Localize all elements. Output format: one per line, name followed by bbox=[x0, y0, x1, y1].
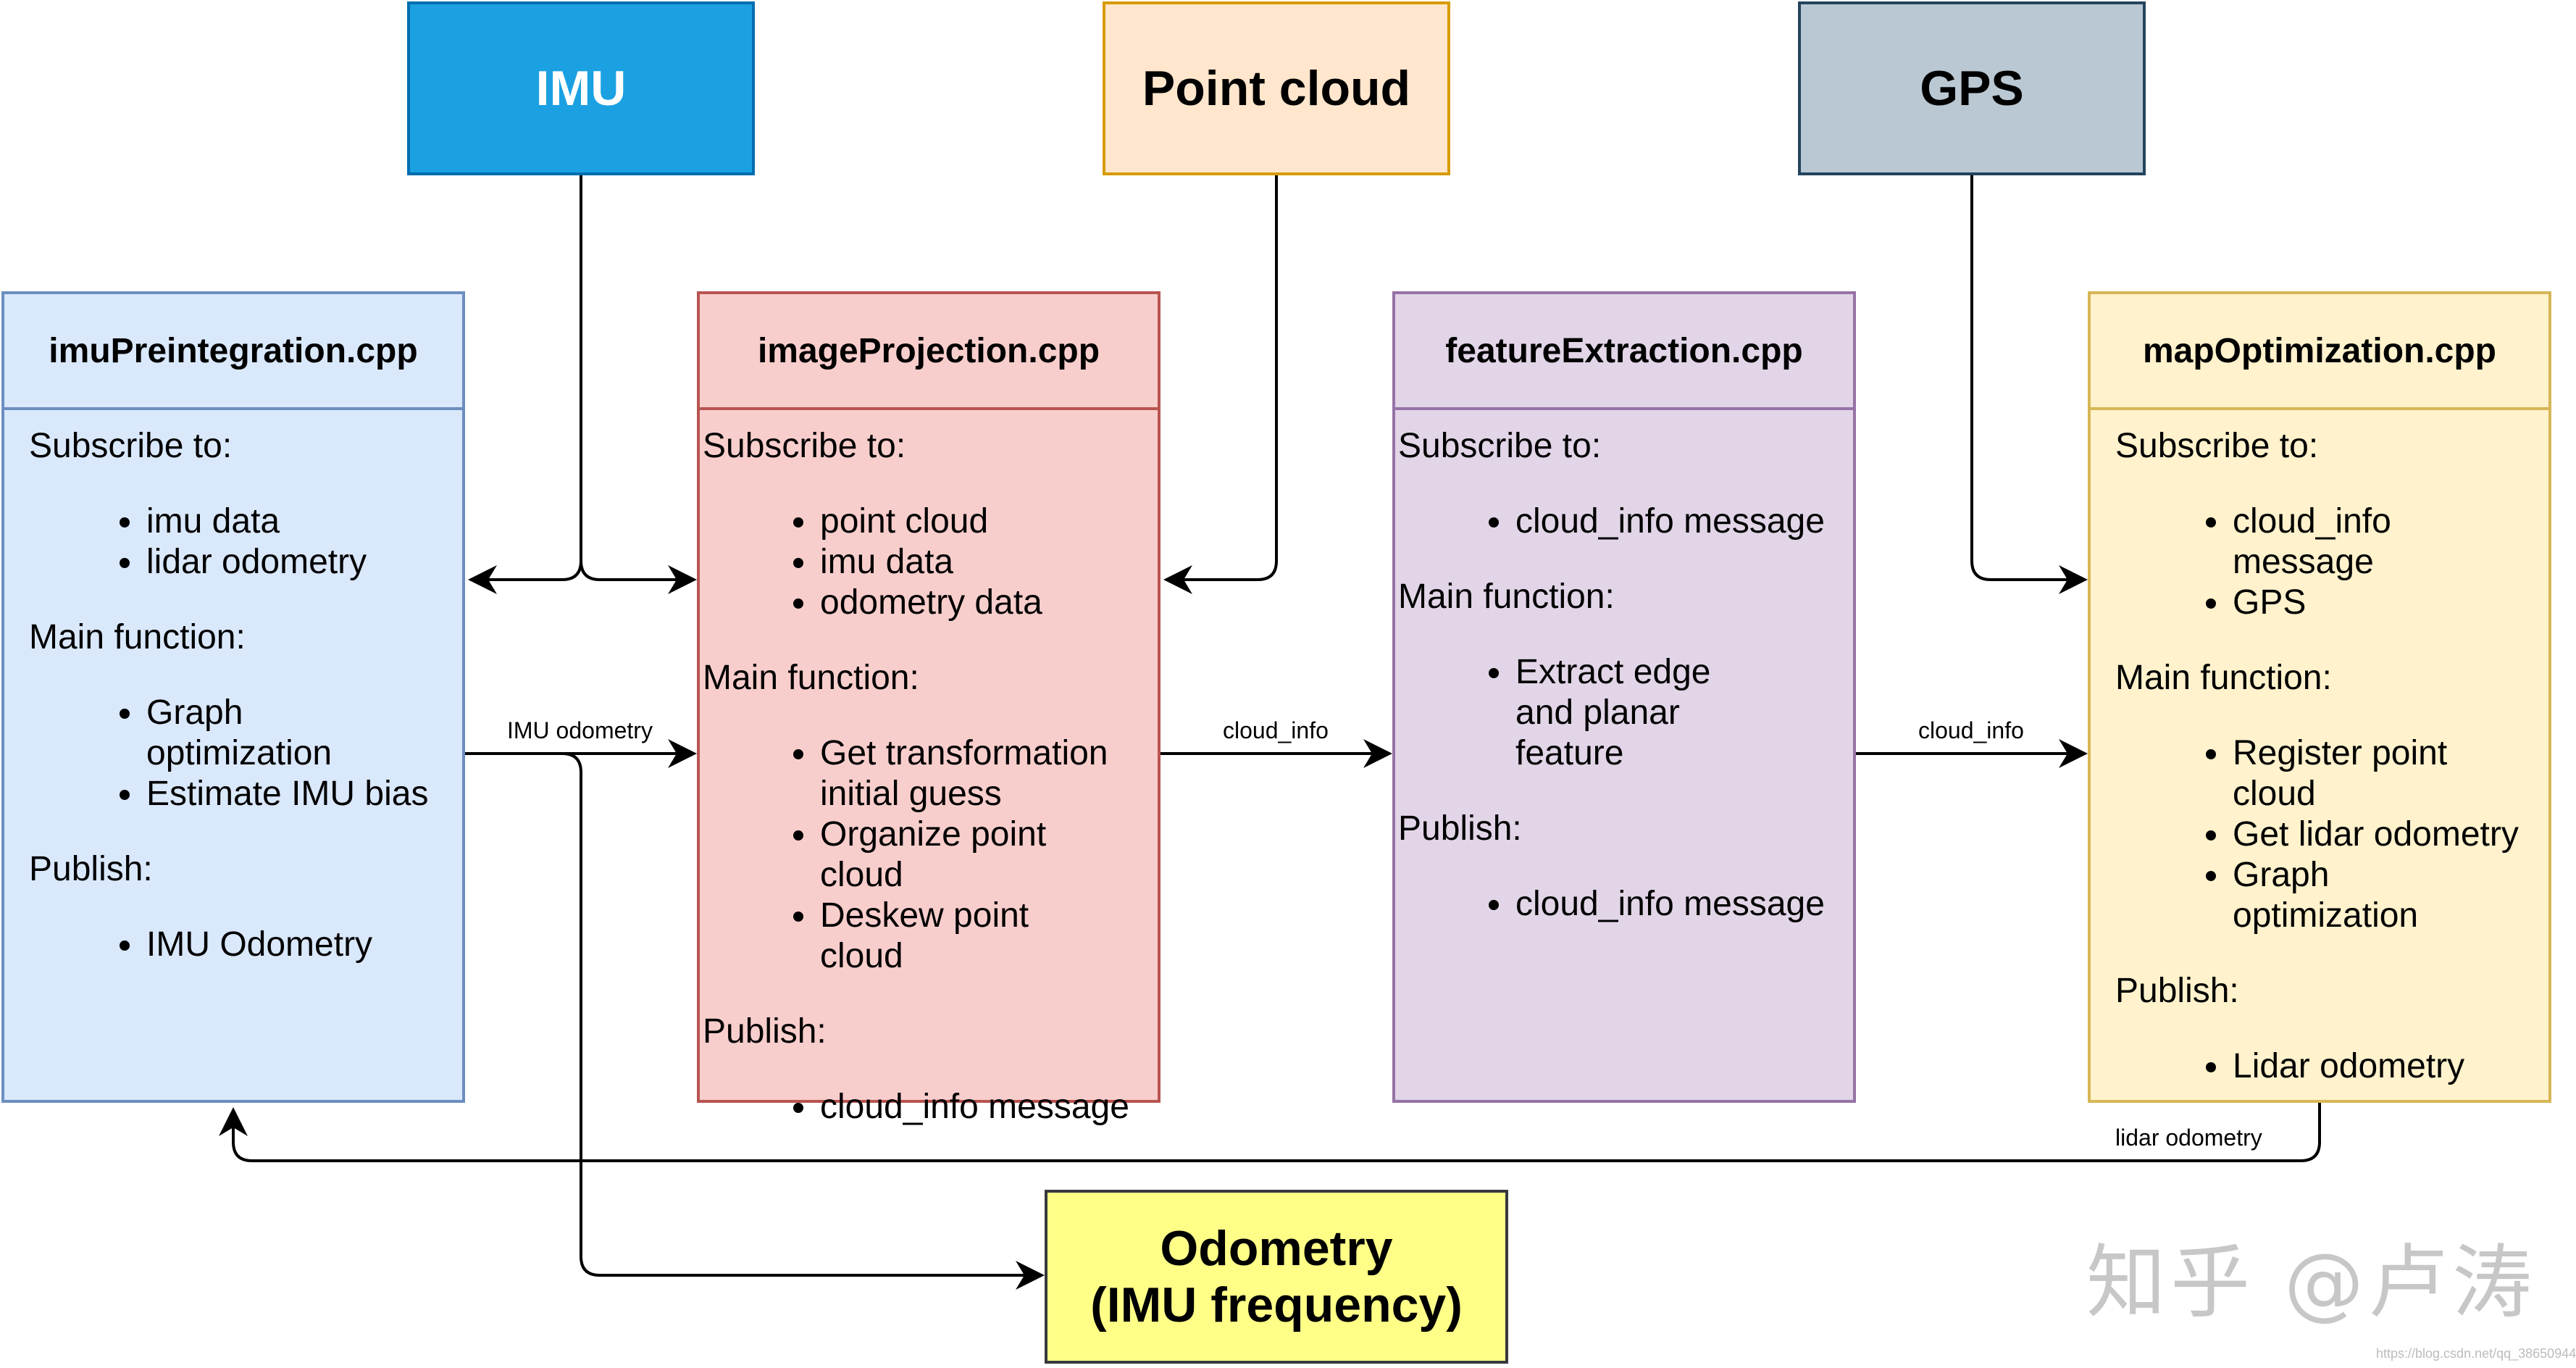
list-item: Deskew point cloud bbox=[819, 896, 1118, 977]
map-optimization-body: Subscribe to: cloud_info messageGPS Main… bbox=[2091, 410, 2548, 1100]
main-function-heading: Main function: bbox=[29, 618, 246, 656]
point-cloud-source-box: Point cloud bbox=[1103, 1, 1450, 175]
main-function-list: Extract edge and planar feature bbox=[1398, 652, 1828, 774]
map-optimization-title: mapOptimization.cpp bbox=[2091, 294, 2548, 410]
edge-label-lidar-odometry: lidar odometry bbox=[2115, 1125, 2262, 1151]
publish-heading: Publish: bbox=[2115, 972, 2239, 1010]
edge-pointcloud-to-imageprojection bbox=[1163, 174, 1278, 594]
list-item: lidar odometry bbox=[145, 542, 438, 583]
list-item: Graph optimization bbox=[145, 693, 438, 774]
publish-heading: Publish: bbox=[703, 1012, 827, 1051]
publish-heading: Publish: bbox=[1398, 809, 1522, 848]
edge-imu-to-imupreintegration bbox=[468, 560, 582, 594]
imu-preintegration-title: imuPreintegration.cpp bbox=[4, 294, 462, 410]
edge-gps-to-mapoptimization bbox=[1970, 174, 2088, 594]
list-item: GPS bbox=[2231, 583, 2524, 623]
list-item: Get lidar odometry bbox=[2231, 814, 2524, 855]
subscribe-heading: Subscribe to: bbox=[2115, 427, 2319, 465]
edge-label-imu-odometry: IMU odometry bbox=[507, 717, 653, 743]
feature-extraction-body: Subscribe to: cloud_info message Main fu… bbox=[1395, 410, 1853, 1100]
image-projection-body: Subscribe to: point cloudimu dataodometr… bbox=[700, 410, 1158, 1126]
publish-list: IMU Odometry bbox=[29, 925, 438, 965]
main-function-list: Register point cloudGet lidar odometryGr… bbox=[2115, 733, 2524, 936]
list-item: cloud_info message bbox=[819, 1087, 1133, 1127]
odometry-output-box: Odometry (IMU frequency) bbox=[1045, 1190, 1508, 1364]
imu-preintegration-body: Subscribe to: imu datalidar odometry Mai… bbox=[4, 410, 462, 1100]
odometry-output-line2: (IMU frequency) bbox=[1090, 1277, 1463, 1332]
subscribe-heading: Subscribe to: bbox=[1398, 427, 1602, 465]
list-item: cloud_info message bbox=[1514, 501, 1828, 542]
imu-source-label: IMU bbox=[535, 61, 627, 116]
odometry-output-line1: Odometry bbox=[1160, 1221, 1393, 1276]
map-optimization-module: mapOptimization.cpp Subscribe to: cloud_… bbox=[2088, 291, 2551, 1103]
image-projection-title: imageProjection.cpp bbox=[700, 294, 1158, 410]
subscribe-heading: Subscribe to: bbox=[29, 427, 233, 465]
point-cloud-source-label: Point cloud bbox=[1142, 61, 1411, 116]
list-item: Register point cloud bbox=[2231, 733, 2524, 814]
list-item: odometry data bbox=[819, 583, 1133, 623]
list-item: point cloud bbox=[819, 501, 1133, 542]
publish-list: cloud_info message bbox=[703, 1087, 1133, 1127]
edge-lidarodometry-feedback bbox=[219, 1103, 2321, 1162]
list-item: Get transformation initial guess bbox=[819, 733, 1118, 814]
list-item: Estimate IMU bias bbox=[145, 774, 438, 814]
main-function-heading: Main function: bbox=[1398, 577, 1615, 616]
main-function-heading: Main function: bbox=[703, 659, 919, 697]
list-item: IMU Odometry bbox=[145, 925, 438, 965]
edge-imuodometry-to-output bbox=[561, 752, 1045, 1290]
main-function-heading: Main function: bbox=[2115, 659, 2332, 697]
imu-source-box: IMU bbox=[407, 1, 755, 175]
main-function-list: Get transformation initial guessOrganize… bbox=[703, 733, 1133, 977]
main-function-list: Graph optimizationEstimate IMU bias bbox=[29, 693, 438, 814]
subscribe-list: cloud_info message bbox=[1398, 501, 1828, 542]
gps-source-label: GPS bbox=[1920, 61, 2024, 116]
list-item: imu data bbox=[145, 501, 438, 542]
subscribe-list: cloud_info messageGPS bbox=[2115, 501, 2524, 623]
publish-list: cloud_info message bbox=[1398, 884, 1828, 925]
feature-extraction-title: featureExtraction.cpp bbox=[1395, 294, 1853, 410]
watermark-url: https://blog.csdn.net/qq_38650944 bbox=[2376, 1346, 2576, 1361]
subscribe-heading: Subscribe to: bbox=[703, 427, 906, 465]
gps-source-box: GPS bbox=[1798, 1, 2146, 175]
feature-extraction-module: featureExtraction.cpp Subscribe to: clou… bbox=[1392, 291, 1856, 1103]
list-item: imu data bbox=[819, 542, 1133, 583]
image-projection-module: imageProjection.cpp Subscribe to: point … bbox=[697, 291, 1161, 1126]
watermark-text: 知乎 @卢涛 bbox=[2086, 1236, 2536, 1329]
edge-label-cloud-info-2: cloud_info bbox=[1918, 717, 2024, 743]
list-item: Extract edge and planar feature bbox=[1514, 652, 1763, 774]
imu-preintegration-module: imuPreintegration.cpp Subscribe to: imu … bbox=[1, 291, 465, 1103]
edge-imu-to-imageprojection bbox=[580, 560, 697, 594]
publish-list: Lidar odometry bbox=[2115, 1046, 2524, 1087]
list-item: Lidar odometry bbox=[2231, 1046, 2524, 1087]
list-item: Graph optimization bbox=[2231, 855, 2524, 936]
list-item: cloud_info message bbox=[1514, 884, 1828, 925]
list-item: Organize point cloud bbox=[819, 814, 1118, 896]
list-item: cloud_info message bbox=[2231, 501, 2524, 583]
edge-label-cloud-info-1: cloud_info bbox=[1223, 717, 1329, 743]
subscribe-list: imu datalidar odometry bbox=[29, 501, 438, 583]
subscribe-list: point cloudimu dataodometry data bbox=[703, 501, 1133, 623]
publish-heading: Publish: bbox=[29, 850, 153, 888]
